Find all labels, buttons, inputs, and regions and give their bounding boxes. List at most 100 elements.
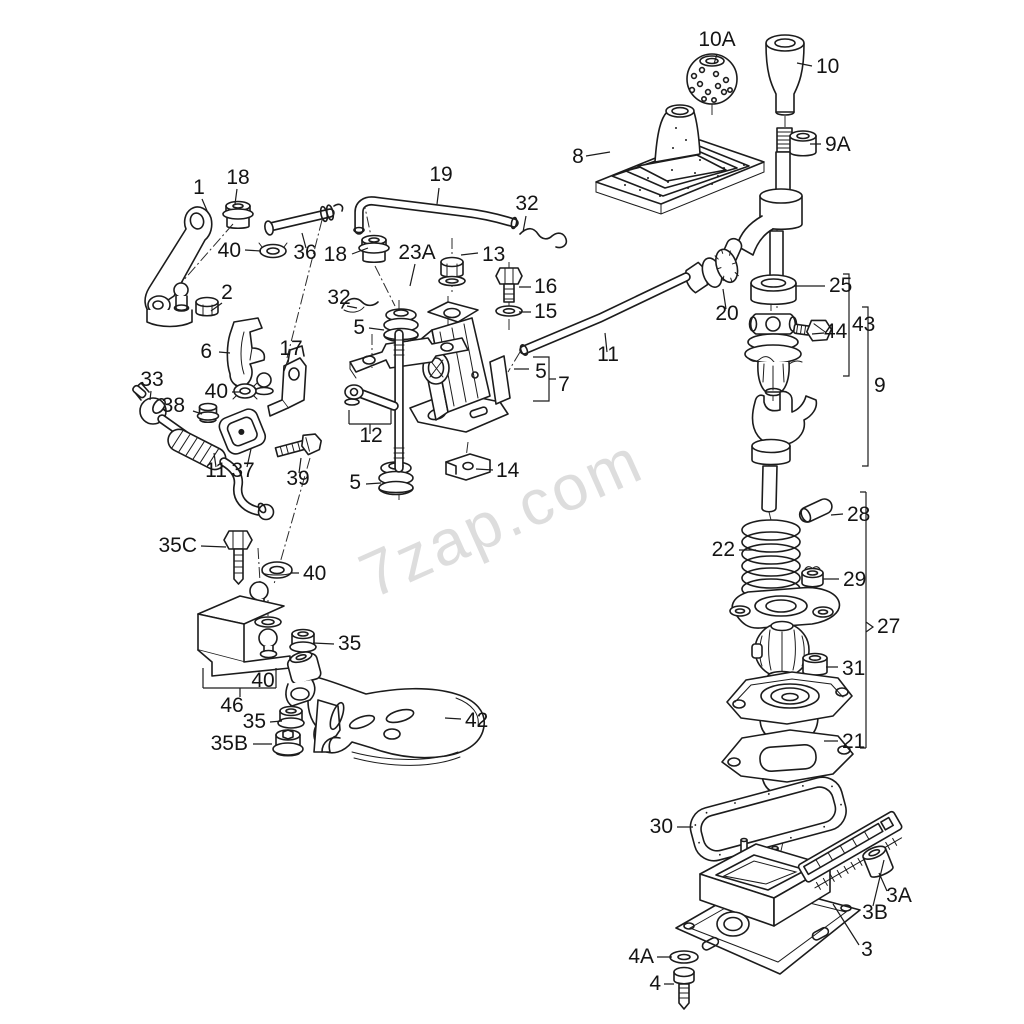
shift-rod-19-drawing [353,196,519,235]
joint-20-drawing [684,248,739,294]
slide-rail-3b-drawing [797,810,903,890]
callout-5-bracket: 5 [535,360,547,383]
callout-31: 31 [842,657,865,680]
callout-4: 4 [649,972,661,995]
ball-cage-drawing [751,620,810,682]
callout-3a: 3A [886,884,912,907]
grommet-31-drawing [802,652,828,676]
ball-joint-33-drawing [132,382,167,425]
bushing-35-lower-drawing [277,705,305,729]
bushing-35-right-drawing [289,628,317,653]
bushing-38-drawing [196,402,220,424]
bolt-44-drawing [792,319,833,342]
callout-40-middle: 40 [205,380,228,403]
washer-15-drawing [495,305,523,317]
callout-11-middle: 11 [597,343,619,366]
callout-7: 7 [558,373,570,396]
relay-rod-11-drawing [519,272,691,356]
callout-9a: 9A [825,133,851,156]
callout-9: 9 [874,374,886,397]
spring-seat-plate-drawing [729,586,841,629]
callout-19: 19 [429,163,452,186]
base-housing-drawing [675,837,861,975]
callout-8: 8 [572,145,584,168]
shift-knob-drawing [765,34,805,116]
callout-36: 36 [293,241,316,264]
callout-25: 25 [829,274,852,297]
callout-30: 30 [650,815,673,838]
callout-14: 14 [496,459,520,482]
callout-39: 39 [286,467,309,490]
washer-40-bottom-drawing [261,561,293,579]
callout-43: 43 [852,313,875,336]
callout-3: 3 [861,938,873,961]
grommet-35b-drawing [272,729,304,757]
nut-2-drawing [195,296,219,317]
callout-40-bl: 40 [303,562,326,585]
callout-2: 2 [221,281,233,304]
spring-clip-32-right-drawing [519,227,568,249]
lock-ring-40-top-drawing [258,242,288,259]
callout-5-bottom: 5 [349,471,361,494]
callout-29: 29 [843,568,866,591]
threaded-rod-12-drawing [344,329,405,473]
pin-28-drawing [798,498,833,523]
selector-lever-1-drawing [144,206,213,328]
callout-3b: 3B [862,901,888,924]
callout-labels: 10A 10 9A 8 1 18 40 36 2 19 32 18 23A 13… [140,28,912,995]
callout-35c: 35C [158,534,197,557]
main-bracket-7-drawing [409,301,511,433]
shift-boot-drawing [595,104,765,215]
callout-12: 12 [359,424,382,447]
bracket-46-drawing [197,595,291,677]
callout-16: 16 [534,275,557,298]
callout-38: 38 [162,394,185,417]
callout-37: 37 [231,459,254,482]
spring-22-drawing [741,519,801,600]
gasket-30-drawing [689,776,847,862]
washer-4a-drawing [669,950,699,964]
leader-lines [149,53,888,985]
group-brackets [202,273,875,749]
bushing-5-top-drawing [383,308,419,343]
bushing-18-middle-drawing [358,234,390,264]
callout-10: 10 [816,55,839,78]
callout-17: 17 [279,337,302,360]
bushing-9a-drawing [789,130,817,157]
callout-35-lower: 35 [243,710,266,733]
callout-23a: 23A [398,241,435,264]
callout-18-left: 18 [226,166,249,189]
nut-29-drawing [801,566,824,588]
pivot-cone-stack-drawing [744,313,803,397]
bolt-39-drawing [274,433,322,458]
block-37-drawing [218,408,267,455]
bushing-18-left-drawing [222,200,254,230]
callout-33: 33 [140,368,163,391]
support-arm-42-drawing [285,651,485,766]
callout-32-left: 32 [327,286,350,309]
callout-1: 1 [193,176,205,199]
nut-13-drawing [438,256,466,287]
callout-35-right: 35 [338,632,361,655]
callout-13: 13 [482,243,505,266]
shift-rod-lower-drawing [761,465,778,513]
callout-10a: 10A [698,28,735,51]
callout-5-top: 5 [353,316,365,339]
callout-22: 22 [712,538,735,561]
spring-clip-32-left-drawing [341,297,379,313]
sleeve-3a-drawing [862,845,894,878]
nut-40-middle-drawing [232,382,258,400]
shift-rod-upper-drawing [720,127,803,278]
callout-46: 46 [220,694,243,717]
screw-4-drawing [673,966,695,1010]
callout-4a: 4A [628,945,654,968]
golf-ball-knob-drawing [686,53,738,105]
callout-21: 21 [842,730,865,753]
callout-32-right: 32 [515,192,538,215]
callout-28: 28 [847,503,870,526]
callout-40-lower: 40 [251,669,274,692]
callout-40-top: 40 [218,239,241,262]
pin-36-drawing [264,203,344,236]
callout-11-left: 11 [205,459,227,482]
selector-rod-11-left-drawing [157,414,275,521]
